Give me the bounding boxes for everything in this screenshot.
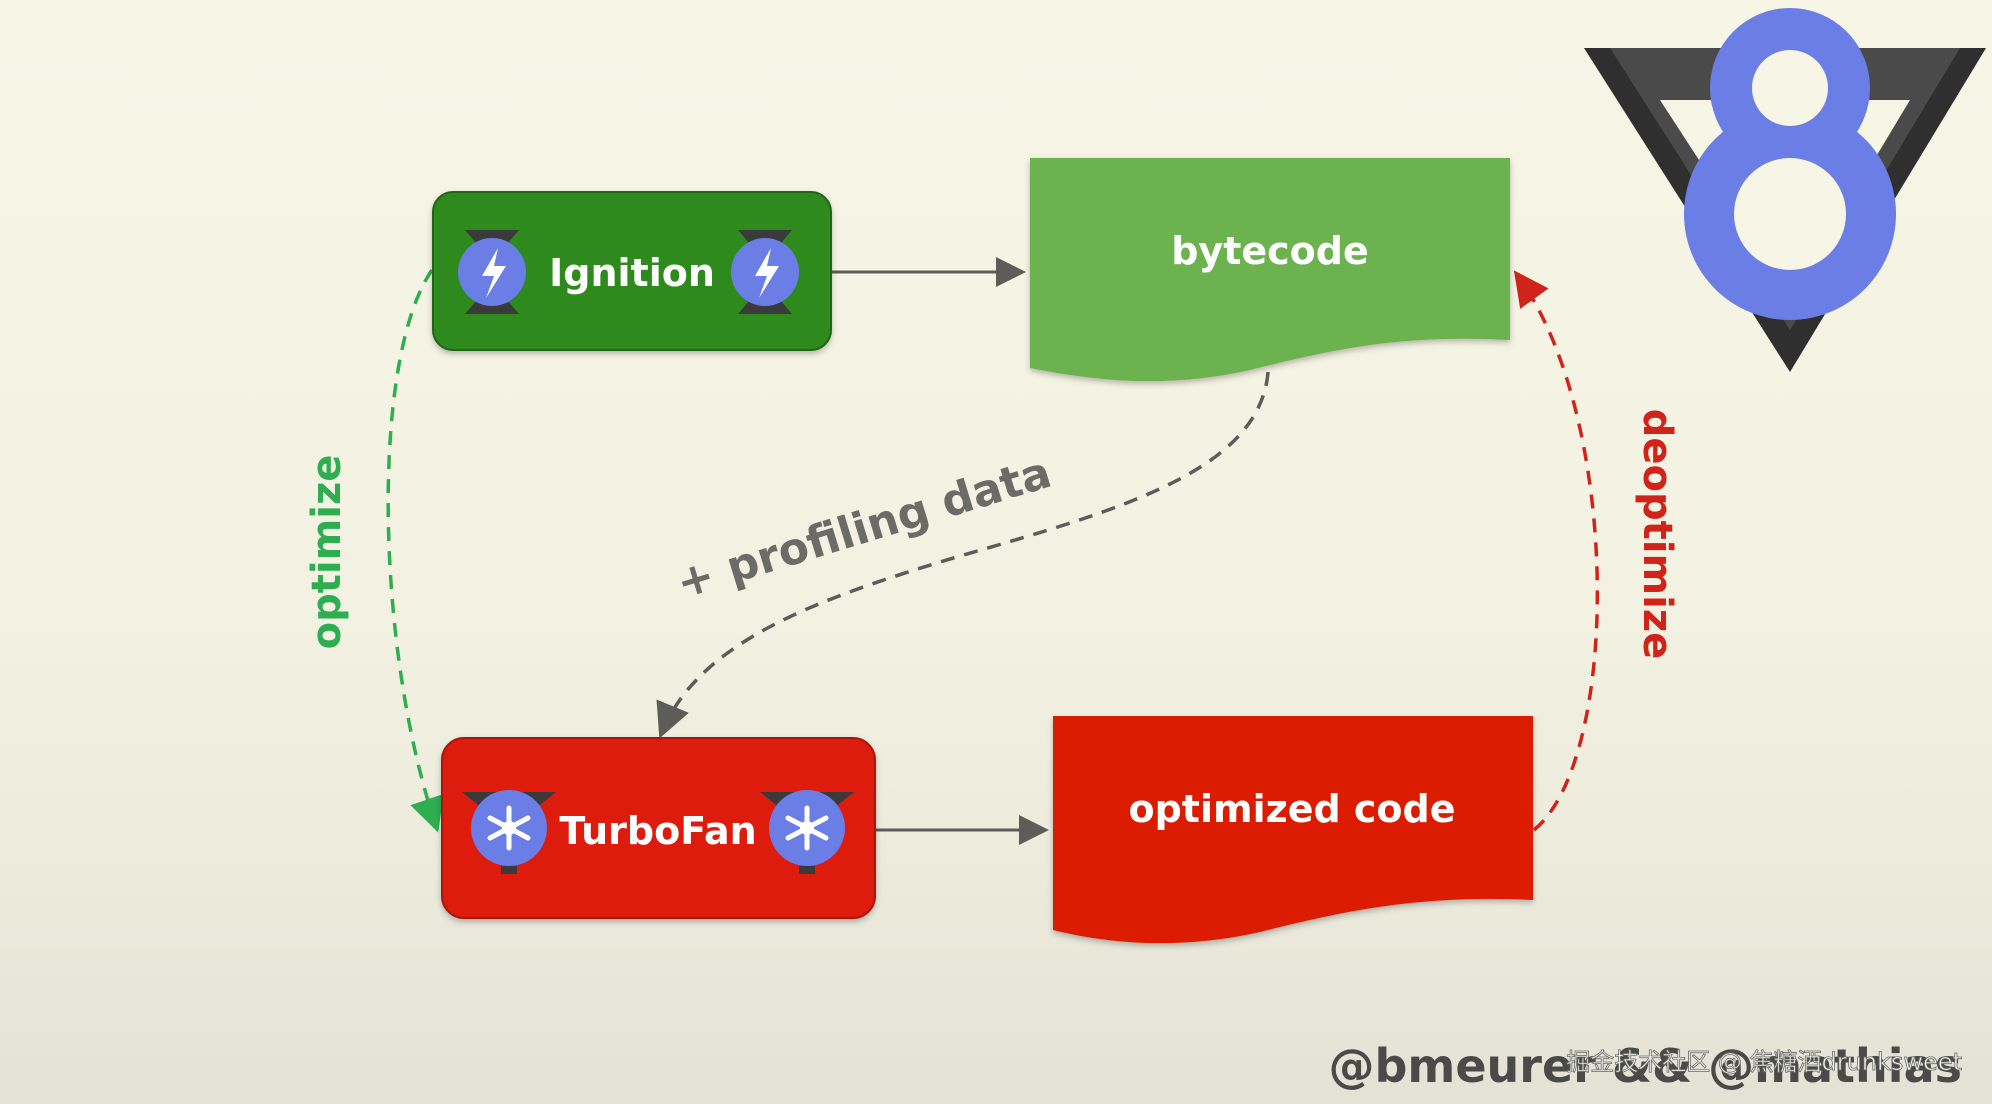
watermark: 掘金技术社区 @ 焦糖酒drunksweet — [1566, 1048, 1962, 1076]
author-credit: @bmeurer && @mathias — [1328, 1039, 1962, 1093]
ignition-lightning-icon — [731, 230, 799, 314]
deoptimize-label: deoptimize — [1634, 409, 1680, 660]
v8-logo — [1584, 8, 1986, 372]
bytecode-node: bytecode — [1030, 158, 1510, 382]
edge-deoptimize — [1513, 270, 1599, 832]
optimize-label: optimize — [304, 455, 350, 650]
turbofan-fan-icon — [462, 790, 556, 874]
edge-optimize — [386, 269, 444, 833]
bytecode-label: bytecode — [1171, 229, 1369, 273]
edge-profiling-data — [656, 371, 1270, 739]
ignition-node: Ignition — [432, 191, 832, 351]
optimized-code-label: optimized code — [1128, 787, 1455, 831]
profiling-data-label: + profiling data — [671, 447, 1057, 609]
ignition-lightning-icon — [458, 230, 526, 314]
optimized-code-node: optimized code — [1053, 716, 1533, 944]
turbofan-node: TurboFan — [441, 737, 876, 919]
turbofan-fan-icon — [760, 790, 854, 874]
ignition-label: Ignition — [549, 251, 715, 295]
turbofan-label: TurboFan — [559, 809, 756, 853]
